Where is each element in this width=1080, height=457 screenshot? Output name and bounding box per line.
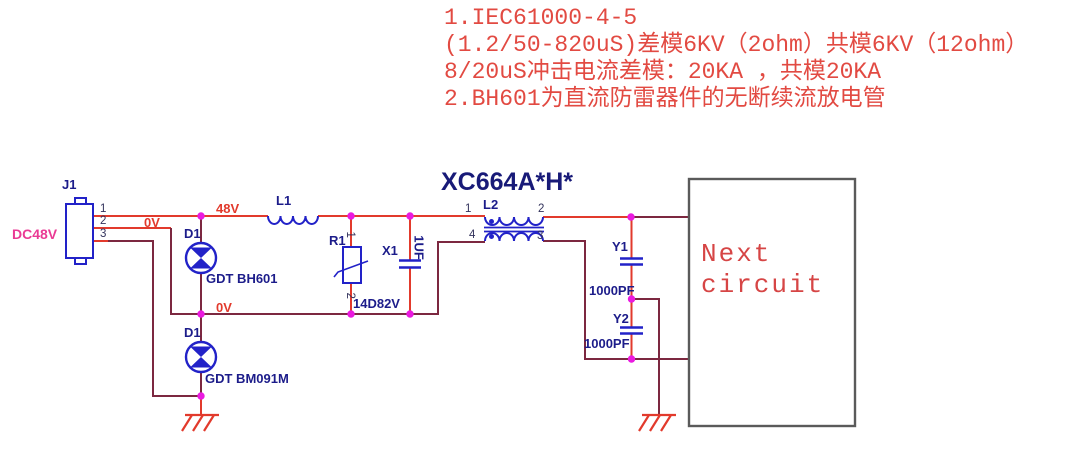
dc48v-net-label: DC48V (12, 226, 58, 242)
note-line-2: (1.2/50-820uS)差模6KV（2ohm）共模6KV（12ohm） (444, 32, 1029, 58)
junction-dots (197, 212, 636, 400)
j1-ref-label: J1 (62, 177, 77, 192)
next-circuit-word1: Next (701, 239, 772, 269)
r1-value-label: 14D82V (353, 296, 400, 311)
y1-ref-label: Y1 (612, 239, 628, 254)
connector-j1-symbol[interactable] (65, 197, 94, 265)
gdt2-name-label: GDT BM091M (205, 371, 289, 386)
y1-value-label: 1000PF (589, 283, 635, 298)
net-label-0v-rail: 0V (216, 300, 232, 315)
y2-value-label: 1000PF (584, 336, 630, 351)
gdt2-ref-label: D1 (184, 325, 201, 340)
j1-pin2-number: 2 (100, 215, 107, 227)
note-line-3: 8/20uS冲击电流差模：20KA ，共模20KA (444, 59, 882, 85)
wire-return-segments[interactable] (108, 216, 690, 415)
l2-pin3-number: 3 (537, 230, 544, 242)
l1-ref-label: L1 (276, 193, 292, 208)
gdt1-ref-label: D1 (184, 226, 201, 241)
ground-symbol-left (181, 413, 219, 432)
note-line-1: 1.IEC61000-4-5 (444, 5, 638, 31)
note-text-block: 1.IEC61000-4-5 (1.2/50-820uS)差模6KV（2ohm）… (444, 5, 1028, 113)
next-circuit-word2: circuit (701, 270, 825, 300)
inductor-l1-symbol[interactable] (267, 215, 319, 225)
l2-pin1-number: 1 (465, 203, 472, 215)
x1-ref-label: X1 (382, 243, 398, 258)
capacitor-y1-symbol[interactable] (620, 257, 643, 266)
l2-ref-label: L2 (483, 197, 499, 212)
schematic-title: XC664A*H* (441, 168, 574, 196)
l2-pin4-number: 4 (469, 229, 476, 241)
gdt1-name-label: GDT BH601 (206, 271, 278, 286)
next-circuit-text: Next circuit (701, 239, 824, 301)
gdt-bm091m-symbol[interactable] (184, 340, 218, 374)
varistor-r1-symbol[interactable] (333, 246, 369, 284)
l2-pin2-number: 2 (538, 203, 545, 215)
capacitor-y2-symbol[interactable] (620, 326, 643, 335)
x1-value-label: 1UF (411, 235, 427, 260)
ground-symbol-right (638, 413, 676, 432)
capacitor-x1-symbol[interactable] (399, 259, 421, 269)
j1-pin1-number: 1 (100, 203, 107, 215)
choke-l2-symbol[interactable] (484, 216, 544, 242)
y2-ref-label: Y2 (613, 311, 629, 326)
next-circuit-box[interactable] (687, 177, 857, 428)
j1-pin3-number: 3 (100, 228, 107, 240)
r1-ref-label: R1 (329, 233, 346, 248)
note-line-4: 2.BH601为直流防雷器件的无断续流放电管 (444, 86, 886, 112)
r1-pin1-number: 1 (343, 231, 356, 238)
net-label-48v: 48V (216, 201, 240, 216)
gdt-bh601-symbol[interactable] (184, 241, 218, 275)
wire-hot-segments[interactable] (93, 215, 633, 415)
net-label-0v-input: 0V (144, 215, 160, 230)
